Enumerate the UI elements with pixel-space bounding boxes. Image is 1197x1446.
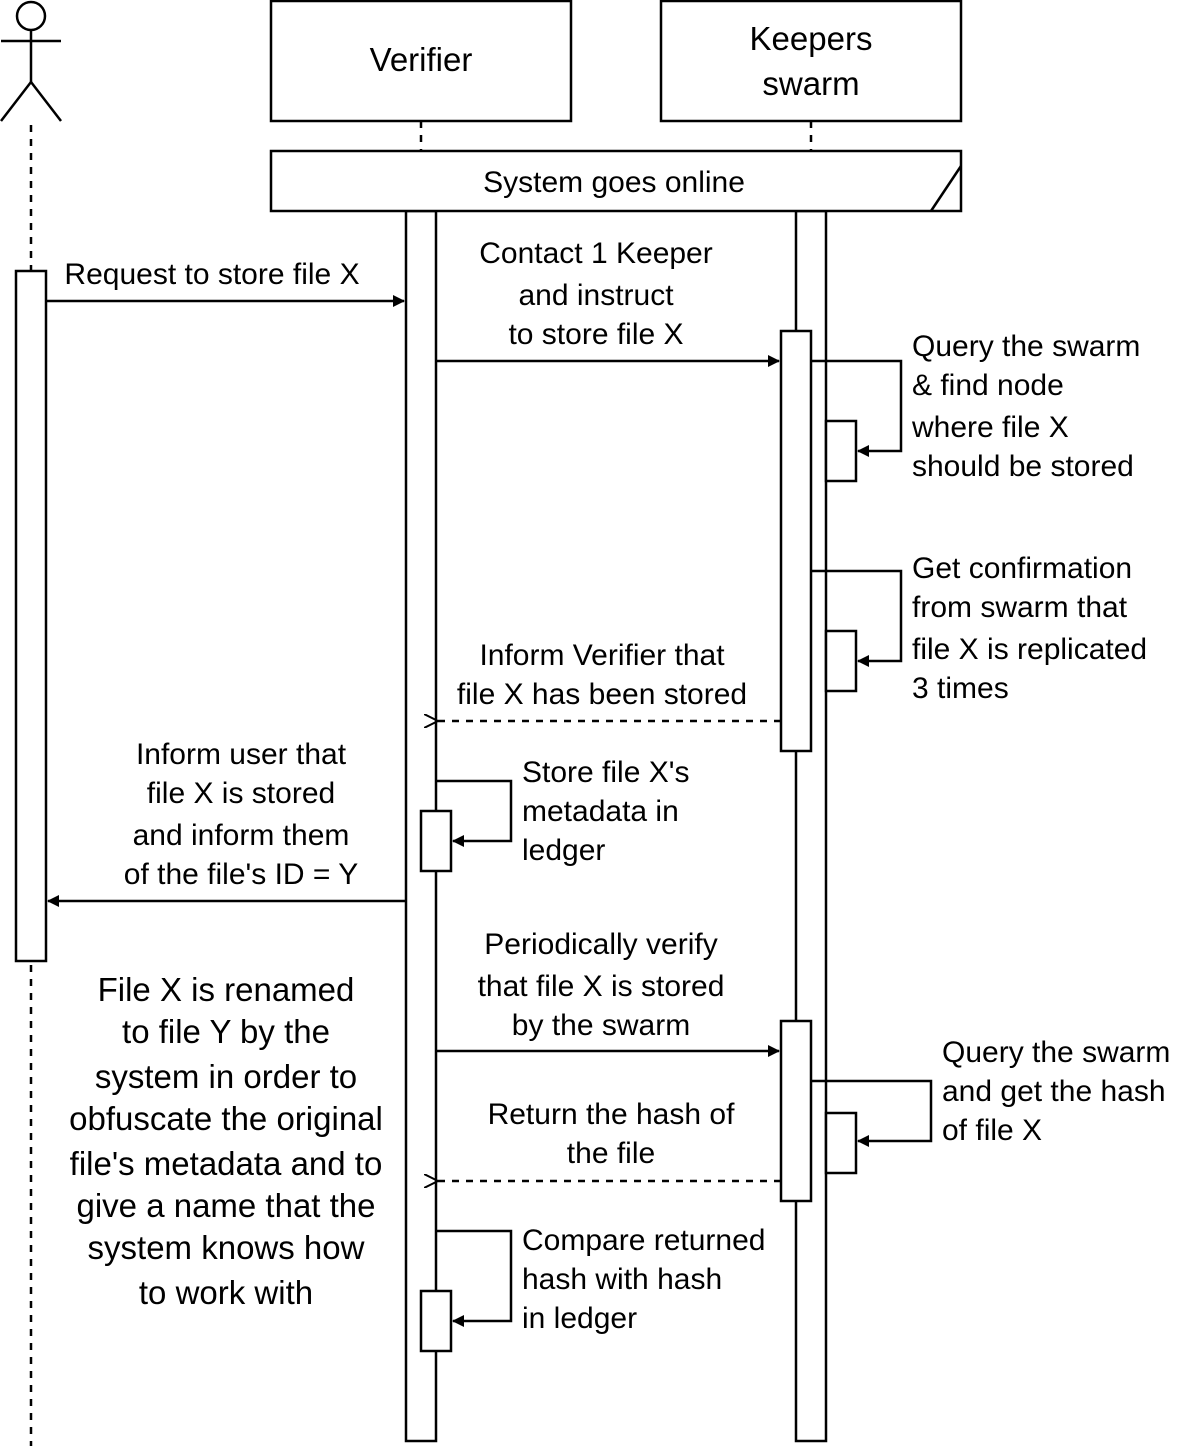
keepers-self-activation-3 (824, 1111, 858, 1175)
svg-text:to file Y by the: to file Y by the (122, 1013, 330, 1050)
svg-text:file's metadata and to: file's metadata and to (70, 1145, 383, 1182)
message-get-confirmation: Get confirmation from swarm that file X … (811, 552, 1147, 705)
rename-note: File X is renamed to file Y by the syste… (69, 971, 383, 1311)
svg-text:file X has been stored: file X has been stored (457, 678, 747, 711)
keepers-self-activation-1 (824, 419, 858, 483)
request-store-label: Request to store file X (64, 258, 359, 291)
svg-text:system in order to: system in order to (95, 1058, 357, 1095)
svg-text:3 times: 3 times (912, 672, 1009, 705)
svg-text:Inform user that: Inform user that (136, 738, 347, 771)
svg-text:and instruct: and instruct (518, 279, 674, 312)
keepers-label-line2: swarm (762, 65, 859, 102)
message-compare-hash: Compare returned hash with hash in ledge… (436, 1224, 765, 1335)
svg-text:where file X: where file X (911, 411, 1069, 444)
svg-text:to store file X: to store file X (508, 318, 683, 351)
svg-text:metadata in: metadata in (522, 795, 679, 828)
verifier-self-activation-2 (419, 1289, 453, 1353)
svg-text:hash with hash: hash with hash (522, 1263, 722, 1296)
svg-text:should be stored: should be stored (912, 450, 1134, 483)
message-periodic-verify: Periodically verify that file X is store… (436, 928, 780, 1057)
verifier-self-activation-1 (419, 809, 453, 873)
keepers-label-line1: Keepers (750, 20, 873, 57)
svg-text:File X is renamed: File X is renamed (98, 971, 355, 1008)
svg-text:of file X: of file X (942, 1114, 1042, 1147)
message-query-hash: Query the swarm and get the hash of file… (811, 1036, 1170, 1147)
keepers-self-activation-2 (824, 629, 858, 693)
svg-text:& find node: & find node (912, 369, 1064, 402)
svg-text:obfuscate the original: obfuscate the original (69, 1100, 383, 1137)
svg-text:file X is replicated: file X is replicated (912, 633, 1147, 666)
svg-text:and get the hash: and get the hash (942, 1075, 1166, 1108)
svg-text:Periodically verify: Periodically verify (484, 928, 717, 961)
svg-text:that file X is stored: that file X is stored (478, 970, 725, 1003)
svg-text:by the swarm: by the swarm (512, 1009, 690, 1042)
message-inform-user: Inform user that file X is stored and in… (47, 738, 406, 907)
svg-text:in ledger: in ledger (522, 1302, 637, 1335)
svg-text:and inform them: and inform them (133, 819, 350, 852)
message-inform-verifier: Inform Verifier that file X has been sto… (438, 639, 781, 721)
svg-text:ledger: ledger (522, 834, 605, 867)
svg-text:of the file's ID = Y: of the file's ID = Y (124, 858, 358, 891)
svg-text:Query the swarm: Query the swarm (942, 1036, 1170, 1069)
message-contact-keeper: Contact 1 Keeper and instruct to store f… (436, 237, 780, 367)
keepers-activation-2 (779, 1019, 813, 1203)
frame-label: System goes online (483, 166, 745, 199)
svg-text:Return the hash of: Return the hash of (488, 1098, 735, 1131)
svg-text:Contact 1 Keeper: Contact 1 Keeper (479, 237, 712, 270)
keepers-swarm-participant: Keepers swarm (659, 0, 963, 123)
svg-text:from swarm that: from swarm that (912, 591, 1128, 624)
message-request-store: Request to store file X (46, 258, 405, 307)
svg-text:file X is stored: file X is stored (147, 777, 335, 810)
verifier-participant: Verifier (269, 0, 573, 123)
svg-text:the file: the file (567, 1137, 655, 1170)
user-activation-bar (14, 269, 48, 963)
message-store-metadata: Store file X's metadata in ledger (436, 756, 689, 867)
svg-text:Query the swarm: Query the swarm (912, 330, 1140, 363)
svg-text:Inform Verifier that: Inform Verifier that (479, 639, 725, 672)
svg-text:system knows how: system knows how (88, 1229, 365, 1266)
message-query-swarm: Query the swarm & find node where file X… (811, 330, 1140, 483)
verifier-label: Verifier (370, 41, 473, 78)
system-online-frame: System goes online (269, 149, 963, 213)
svg-text:Get confirmation: Get confirmation (912, 552, 1132, 585)
keepers-activation-1 (779, 329, 813, 753)
svg-text:give a name that the: give a name that the (76, 1187, 375, 1224)
svg-text:Compare returned: Compare returned (522, 1224, 765, 1257)
user-actor-icon (0, 0, 62, 122)
svg-text:to work with: to work with (139, 1274, 313, 1311)
svg-text:Store file X's: Store file X's (522, 756, 689, 789)
message-return-hash: Return the hash of the file (438, 1098, 781, 1181)
